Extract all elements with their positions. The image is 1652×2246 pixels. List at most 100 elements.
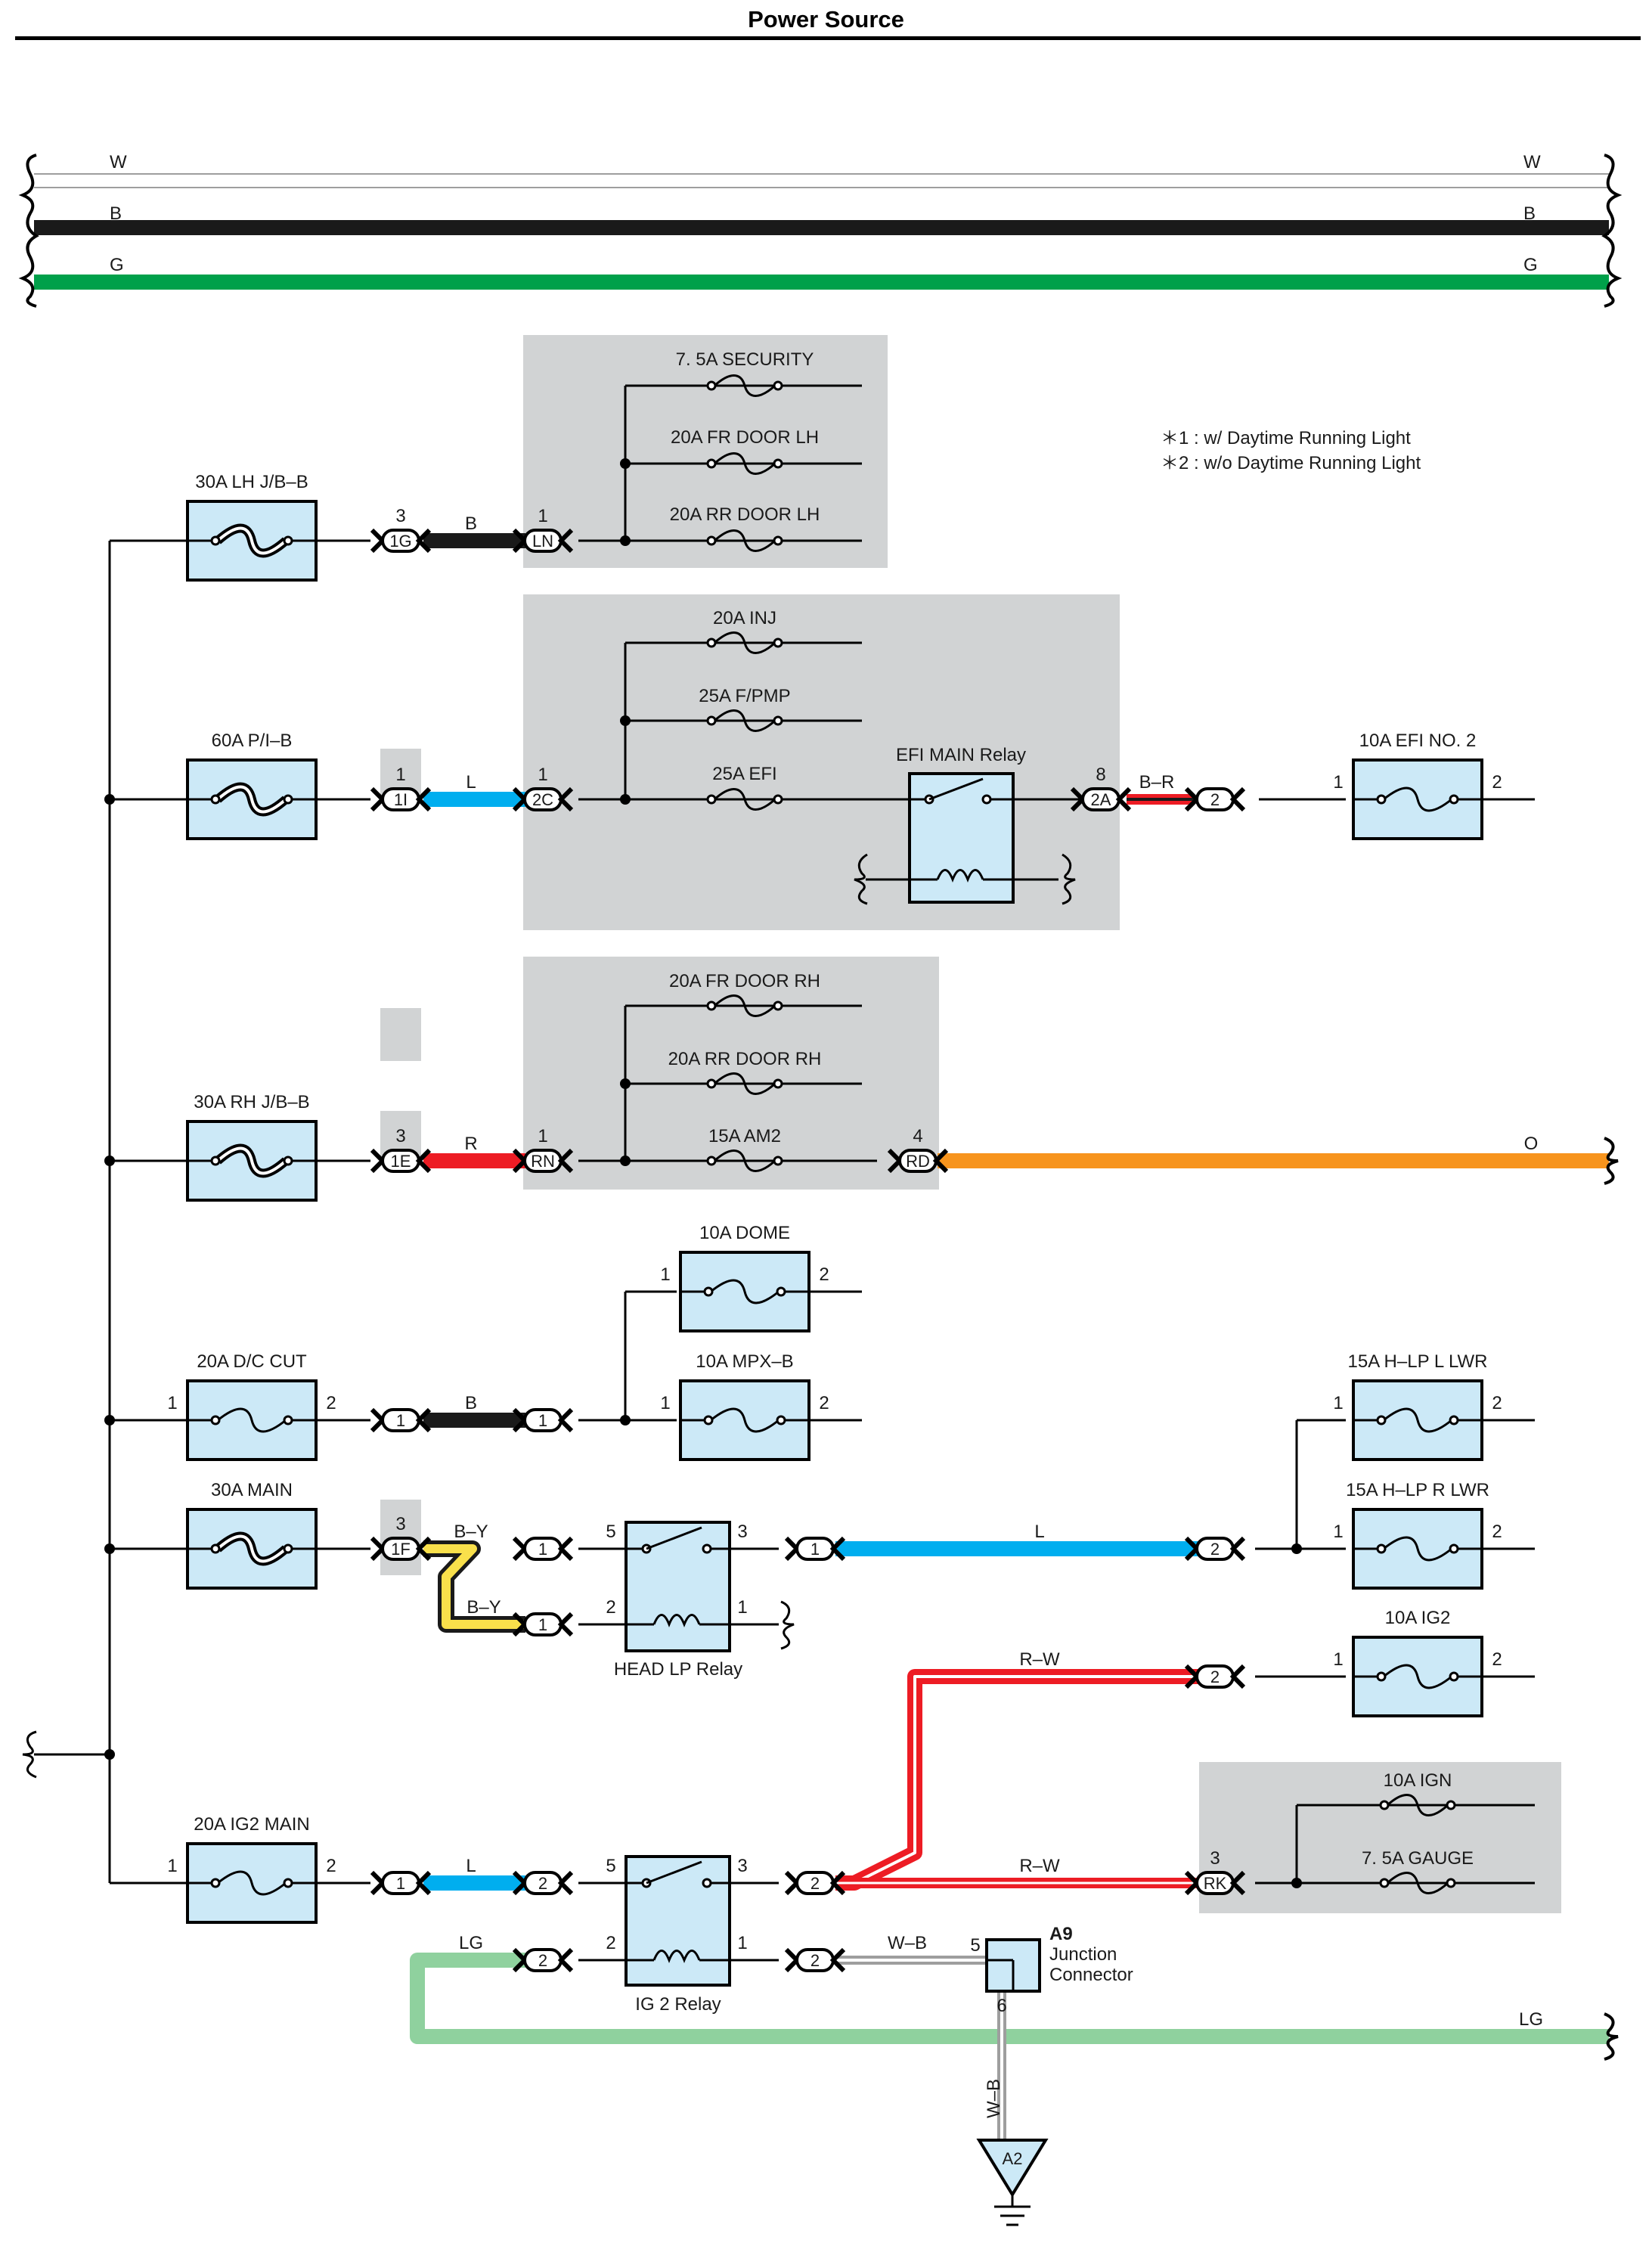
page-title: Power Source bbox=[748, 6, 904, 33]
connector-c10: 1 bbox=[370, 1407, 432, 1433]
wire-label-o: O bbox=[1524, 1134, 1539, 1154]
connector-code: 2A bbox=[1091, 790, 1111, 809]
connector-code: LN bbox=[532, 532, 553, 551]
connector-pin: 1 bbox=[538, 506, 547, 526]
connector-code: 2 bbox=[538, 1951, 547, 1970]
fuse-pin: 1 bbox=[1333, 1522, 1343, 1542]
wire-label-r-w-2: R–W bbox=[1019, 1856, 1060, 1876]
connector-code: 1E bbox=[391, 1152, 411, 1171]
connector-pin: 3 bbox=[395, 1126, 405, 1146]
fuse-f2: 60A P/I–B bbox=[186, 731, 318, 840]
head-relay-label: HEAD LP Relay bbox=[614, 1659, 742, 1680]
wire-label-l-2: L bbox=[1034, 1522, 1044, 1542]
fuse-pin: 2 bbox=[1492, 1393, 1502, 1413]
connector-c11: 1 bbox=[512, 1407, 574, 1433]
connector-pin: 1 bbox=[538, 765, 547, 785]
connector-c7: 1E3 bbox=[370, 1126, 432, 1174]
label-7-5a-security: 7. 5A SECURITY bbox=[676, 349, 814, 370]
fuse-pin: 2 bbox=[819, 1393, 829, 1413]
block-ign-gauge bbox=[1199, 1762, 1561, 1913]
ig2-relay-pin-5: 5 bbox=[606, 1856, 615, 1876]
connector-c9: RD4 bbox=[887, 1126, 949, 1174]
note-2: ＊2 : w/o Daytime Running Light bbox=[1161, 453, 1421, 473]
label-15a-am2: 15A AM2 bbox=[708, 1126, 781, 1146]
a9-pin-5: 5 bbox=[970, 1935, 980, 1956]
a9-name-2: Connector bbox=[1049, 1965, 1133, 1985]
header-rule bbox=[15, 36, 1641, 40]
label-7-5a-gauge: 7. 5A GAUGE bbox=[1362, 1848, 1474, 1869]
wire-label-w-b-2: W–B bbox=[984, 2079, 1004, 2118]
fuse-pin: 2 bbox=[326, 1856, 336, 1876]
fuse-f1: 30A LH J/B–B bbox=[186, 472, 318, 582]
bus-break-right bbox=[1601, 154, 1623, 308]
connector-c16: 2 bbox=[1184, 1536, 1246, 1562]
label-25a-efi: 25A EFI bbox=[712, 764, 776, 784]
connector-code: 1 bbox=[396, 1874, 405, 1893]
fuse-pin: 2 bbox=[1492, 1522, 1502, 1542]
wire-label-w-b-1: W–B bbox=[888, 1933, 927, 1953]
connector-code: 1G bbox=[389, 532, 411, 551]
bus-label-w-left: W bbox=[110, 152, 127, 172]
block-engine-room-1 bbox=[523, 594, 1120, 930]
connector-c13: 1 bbox=[512, 1536, 574, 1562]
connector-code: 1 bbox=[811, 1540, 820, 1559]
wire-label-b-2: B bbox=[465, 1393, 477, 1413]
head-lp-relay: 5 3 2 1 HEAD LP Relay bbox=[606, 1521, 748, 1680]
efi-relay-label: EFI MAIN Relay bbox=[896, 745, 1026, 765]
colored-wires bbox=[410, 533, 1619, 2140]
junction-connector-a9: 5 6 A9 Junction Connector bbox=[970, 1924, 1133, 2016]
label-20a-fr-door-lh: 20A FR DOOR LH bbox=[671, 427, 819, 448]
connector-c19: 2 bbox=[512, 1870, 574, 1896]
fuse-pin: 1 bbox=[1333, 772, 1343, 793]
wire-label-r-w-1: R–W bbox=[1019, 1649, 1060, 1670]
connector-pin: 3 bbox=[1210, 1848, 1220, 1869]
fuse-label: 10A DOME bbox=[699, 1223, 790, 1243]
connector-code: 1F bbox=[391, 1540, 411, 1559]
label-20a-fr-door-rh: 20A FR DOOR RH bbox=[669, 971, 820, 991]
connector-c18: 1 bbox=[370, 1870, 432, 1896]
fuse-pin: 2 bbox=[1492, 1649, 1502, 1670]
bus-label-g-left: G bbox=[110, 255, 124, 275]
label-10a-ign: 10A IGN bbox=[1384, 1770, 1452, 1791]
label-20a-inj: 20A INJ bbox=[713, 608, 776, 628]
main-trunk bbox=[22, 539, 188, 1885]
connector-code: RD bbox=[906, 1152, 930, 1171]
fuse-label: 30A RH J/B–B bbox=[194, 1092, 309, 1112]
wire-label-lg-2: LG bbox=[1519, 2009, 1543, 2030]
wire-label-l-1: L bbox=[466, 772, 476, 793]
fuse-label: 10A EFI NO. 2 bbox=[1359, 731, 1477, 751]
connector-c4: 2C1 bbox=[512, 765, 574, 812]
ig2-relay-label: IG 2 Relay bbox=[635, 1994, 721, 2015]
connector-code: 1 bbox=[538, 1411, 547, 1430]
bus-label-b-left: B bbox=[110, 203, 122, 224]
a9-name-1: Junction bbox=[1049, 1944, 1117, 1965]
fuse-pin: 1 bbox=[167, 1856, 177, 1876]
ground-code: A2 bbox=[1003, 2149, 1023, 2168]
block-lh-jb bbox=[523, 335, 888, 568]
connector-c1: 1G3 bbox=[370, 506, 432, 554]
fuse-label: 20A D/C CUT bbox=[197, 1351, 307, 1372]
connector-c3: 1I1 bbox=[370, 765, 432, 812]
bus-label-b-right: B bbox=[1523, 203, 1536, 224]
wire-junction-dots bbox=[620, 458, 1302, 1888]
fuse-pin: 2 bbox=[326, 1393, 336, 1413]
connector-pin: 1 bbox=[395, 765, 405, 785]
connector-code: 1 bbox=[396, 1411, 405, 1430]
fuse-label: 30A LH J/B–B bbox=[195, 472, 308, 492]
connector-c17: 2 bbox=[1184, 1664, 1246, 1689]
fuse-boxes: 30A LH J/B–B 60A P/I–B 30A RH J/B–B 20A D/C… bbox=[167, 472, 1502, 1924]
ig2-relay-pin-2: 2 bbox=[606, 1933, 615, 1953]
connector-pin: 8 bbox=[1096, 765, 1105, 785]
connector-code: 2 bbox=[538, 1874, 547, 1893]
wire-label-b-1: B bbox=[465, 513, 477, 534]
connector-c12: 1F3 bbox=[370, 1514, 432, 1562]
fuse-label: 15A H–LP L LWR bbox=[1348, 1351, 1488, 1372]
